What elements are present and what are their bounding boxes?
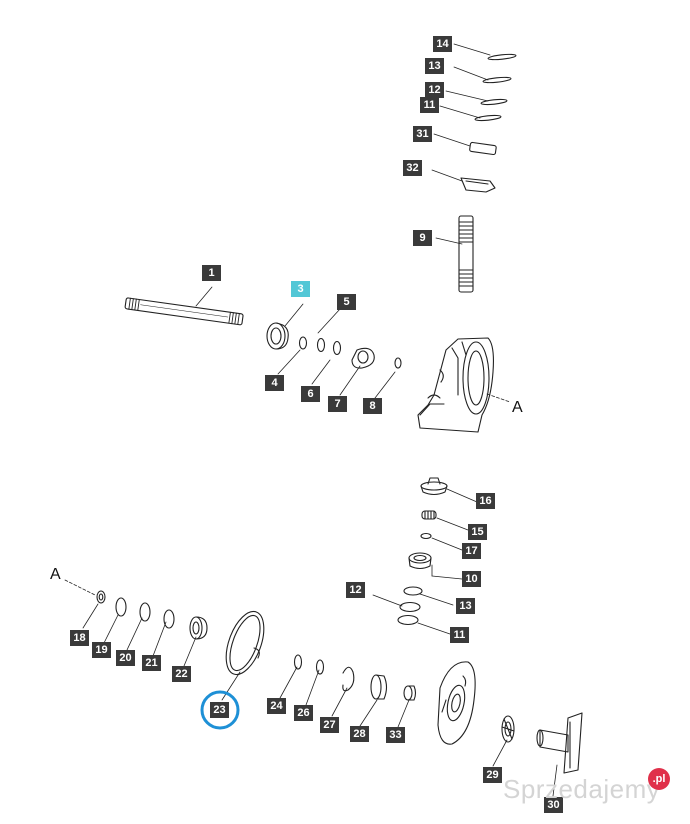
callout-1: 1: [202, 265, 221, 281]
callout-13-lower: 13: [456, 598, 475, 614]
part-7: [351, 347, 375, 369]
callout-3: 3: [291, 281, 310, 297]
housing-upper: [417, 337, 494, 433]
reference-letter-a-bottom: A: [50, 566, 61, 583]
callout-18: 18: [70, 630, 89, 646]
callout-24: 24: [267, 698, 286, 714]
selection-circle: [200, 690, 240, 730]
callout-9: 9: [413, 230, 432, 246]
flange-shaft-30: [536, 712, 583, 774]
callout-31: 31: [413, 126, 432, 142]
shaft-1: [124, 297, 244, 326]
rings-18-21: [96, 590, 175, 629]
callout-20: 20: [116, 650, 135, 666]
rings-4-5-6: [298, 336, 342, 356]
pin-31: [469, 141, 497, 156]
callout-14: 14: [433, 36, 452, 52]
bearing-28: [370, 674, 388, 700]
callout-33: 33: [386, 727, 405, 743]
callout-26: 26: [294, 705, 313, 721]
callout-11: 11: [420, 97, 439, 113]
o-ring-stack-top: [474, 53, 517, 122]
callout-13: 13: [425, 58, 444, 74]
reference-letter-a-top: A: [512, 399, 523, 416]
leader-lines: [64, 43, 558, 797]
callout-12-lower: 12: [346, 582, 365, 598]
callout-7: 7: [328, 396, 347, 412]
callout-29: 29: [483, 767, 502, 783]
callout-23: 23: [210, 702, 229, 718]
cap-16: [420, 477, 448, 496]
key-32: [460, 177, 496, 193]
spring-15: [421, 510, 437, 520]
watermark-logo: .pl: [648, 768, 670, 790]
gasket-23: [225, 610, 265, 676]
callout-5: 5: [337, 294, 356, 310]
callout-10: 10: [462, 571, 481, 587]
bearing-22: [189, 616, 208, 640]
callout-17: 17: [462, 543, 481, 559]
rings-24-26-27: [293, 654, 355, 692]
callout-6: 6: [301, 386, 320, 402]
o-ring-17: [420, 532, 432, 540]
callout-8: 8: [363, 398, 382, 414]
callout-15: 15: [468, 524, 487, 540]
callout-12: 12: [425, 82, 444, 98]
watermark: Sprzedajemy: [503, 774, 661, 804]
callout-19: 19: [92, 642, 111, 658]
shaft-9: [458, 215, 474, 293]
callout-28: 28: [350, 726, 369, 742]
o-ring-stack-mid: [397, 586, 423, 626]
callout-16: 16: [476, 493, 495, 509]
callout-4: 4: [265, 375, 284, 391]
callout-32: 32: [403, 160, 422, 176]
callout-21: 21: [142, 655, 161, 671]
ring-8: [394, 357, 402, 369]
callout-11-lower: 11: [450, 627, 469, 643]
callout-22: 22: [172, 666, 191, 682]
housing-lower: [437, 661, 476, 745]
callout-30: 30: [544, 797, 563, 813]
bearing-29: [501, 715, 515, 743]
bushing-10: [408, 552, 432, 570]
bushing-33: [403, 685, 417, 701]
callout-27: 27: [320, 717, 339, 733]
bearing-3: [266, 322, 289, 350]
